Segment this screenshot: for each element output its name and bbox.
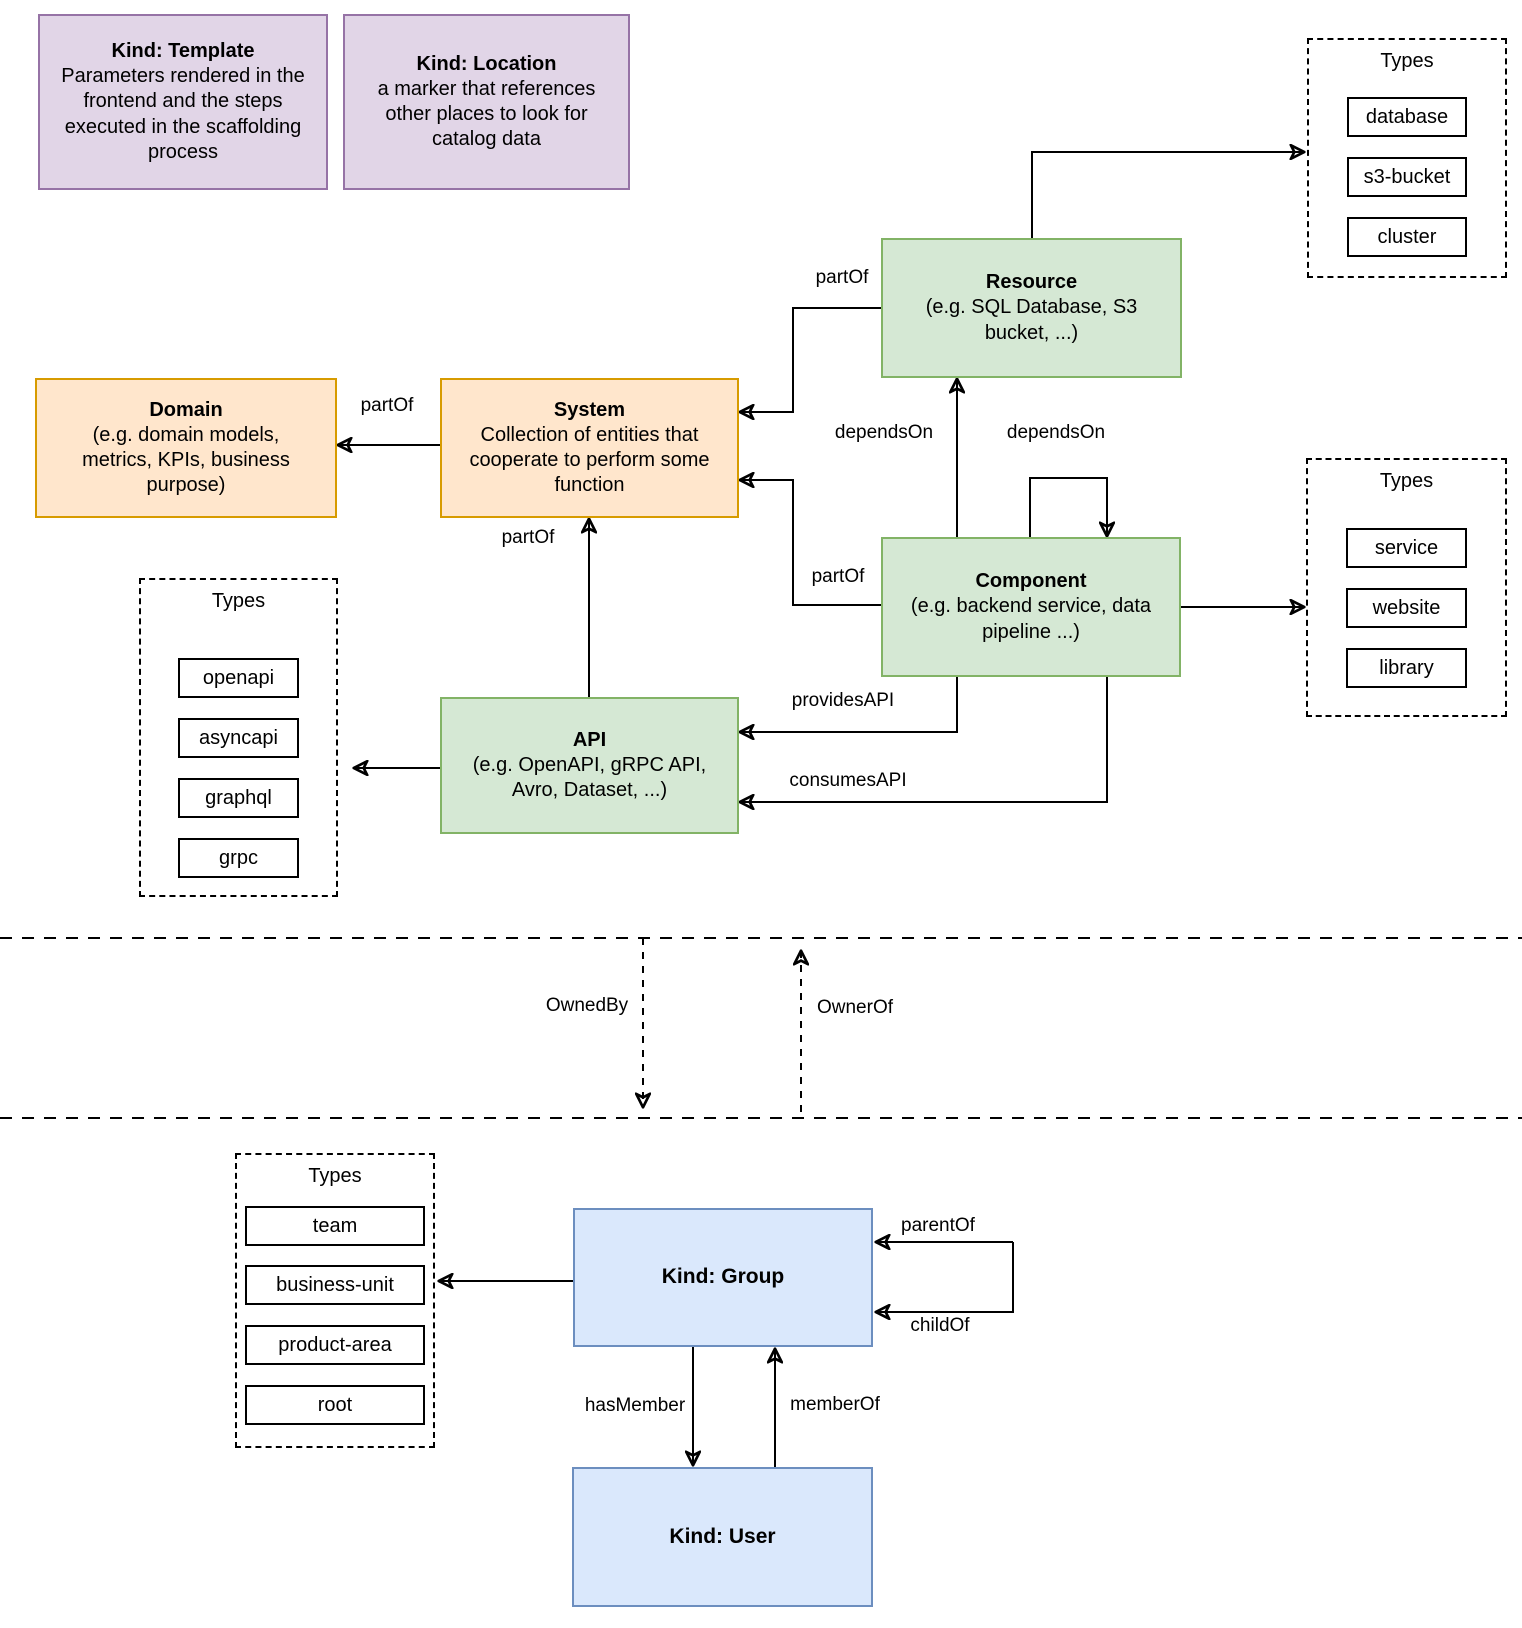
node-kind-group-title: Kind: Group bbox=[661, 1265, 785, 1289]
type-item-library: library bbox=[1346, 648, 1467, 688]
edge-dependson-component-self-loop bbox=[1029, 477, 1107, 537]
node-domain: Domain (e.g. domain models, metrics, KPI… bbox=[35, 378, 337, 518]
type-item-team: team bbox=[245, 1206, 425, 1246]
node-domain-desc: (e.g. domain models, metrics, KPIs, busi… bbox=[82, 423, 290, 497]
type-item-openapi: openapi bbox=[178, 658, 299, 698]
type-item-s3-bucket: s3-bucket bbox=[1347, 157, 1467, 197]
label-parentof: parentOf bbox=[901, 1215, 975, 1236]
node-component: Component (e.g. backend service, data pi… bbox=[881, 537, 1181, 677]
label-partof-component-to-system: partOf bbox=[811, 566, 865, 587]
node-kind-user-title: Kind: User bbox=[669, 1524, 776, 1548]
note-kind-location-body: a marker that references other places to… bbox=[377, 77, 596, 151]
node-domain-title: Domain bbox=[149, 398, 223, 421]
type-item-product-area: product-area bbox=[245, 1325, 425, 1365]
label-hasmember: hasMember bbox=[584, 1395, 686, 1416]
label-providesapi: providesAPI bbox=[791, 690, 895, 711]
node-api-desc: (e.g. OpenAPI, gRPC API, Avro, Dataset, … bbox=[472, 753, 707, 802]
label-childof: childOf bbox=[910, 1315, 970, 1336]
type-item-asyncapi: asyncapi bbox=[178, 718, 299, 758]
node-api: API (e.g. OpenAPI, gRPC API, Avro, Datas… bbox=[440, 697, 739, 834]
type-item-database: database bbox=[1347, 97, 1467, 137]
type-item-root: root bbox=[245, 1385, 425, 1425]
label-ownerof: OwnerOf bbox=[816, 997, 894, 1018]
note-kind-template-title: Kind: Template bbox=[111, 40, 255, 63]
typegroup-api-types-title: Types bbox=[211, 590, 266, 612]
label-ownedby: OwnedBy bbox=[545, 995, 629, 1016]
label-dependson-component-to-resource: dependsOn bbox=[834, 422, 934, 443]
node-resource: Resource (e.g. SQL Database, S3 bucket, … bbox=[881, 238, 1182, 378]
edge-resource-to-resource-types bbox=[1031, 152, 1303, 238]
typegroup-component-types-title: Types bbox=[1379, 470, 1434, 492]
node-kind-group: Kind: Group bbox=[573, 1208, 873, 1347]
node-system-desc: Collection of entities that cooperate to… bbox=[469, 423, 710, 497]
note-kind-location-title: Kind: Location bbox=[416, 52, 557, 75]
node-resource-desc: (e.g. SQL Database, S3 bucket, ...) bbox=[925, 296, 1138, 344]
edge-partof-component-to-system bbox=[741, 480, 881, 606]
node-system: System Collection of entities that coope… bbox=[440, 378, 739, 518]
label-consumesapi: consumesAPI bbox=[789, 770, 907, 791]
type-item-website: website bbox=[1346, 588, 1467, 628]
edge-childof-group-loop-bottom bbox=[877, 1242, 1014, 1312]
node-api-title: API bbox=[572, 728, 607, 751]
type-item-grpc: grpc bbox=[178, 838, 299, 878]
type-item-business-unit: business-unit bbox=[245, 1265, 425, 1305]
type-item-service: service bbox=[1346, 528, 1467, 568]
edge-consumesapi-component-to-api bbox=[741, 677, 1108, 802]
type-item-cluster: cluster bbox=[1347, 217, 1467, 257]
note-kind-location: Kind: Location a marker that references … bbox=[343, 14, 630, 190]
type-item-graphql: graphql bbox=[178, 778, 299, 818]
node-kind-user: Kind: User bbox=[572, 1467, 873, 1607]
node-resource-title: Resource bbox=[985, 271, 1078, 294]
typegroup-resource-types-title: Types bbox=[1380, 50, 1434, 72]
label-partof-api-to-system: partOf bbox=[501, 527, 555, 548]
label-memberof: memberOf bbox=[790, 1394, 880, 1415]
label-partof-resource-to-system: partOf bbox=[815, 267, 869, 288]
edge-providesapi-component-to-api bbox=[741, 677, 958, 732]
typegroup-group-types-title: Types bbox=[308, 1165, 362, 1187]
node-component-title: Component bbox=[975, 570, 1087, 593]
label-dependson-component-self: dependsOn bbox=[1006, 422, 1106, 443]
node-component-desc: (e.g. backend service, data pipeline ...… bbox=[910, 595, 1152, 643]
node-system-title: System bbox=[553, 398, 626, 421]
edge-partof-resource-to-system bbox=[741, 307, 881, 412]
note-kind-template-body: Parameters rendered in the frontend and … bbox=[61, 65, 305, 163]
note-kind-template: Kind: Template Parameters rendered in th… bbox=[38, 14, 328, 190]
label-partof-system-to-domain: partOf bbox=[360, 395, 414, 416]
